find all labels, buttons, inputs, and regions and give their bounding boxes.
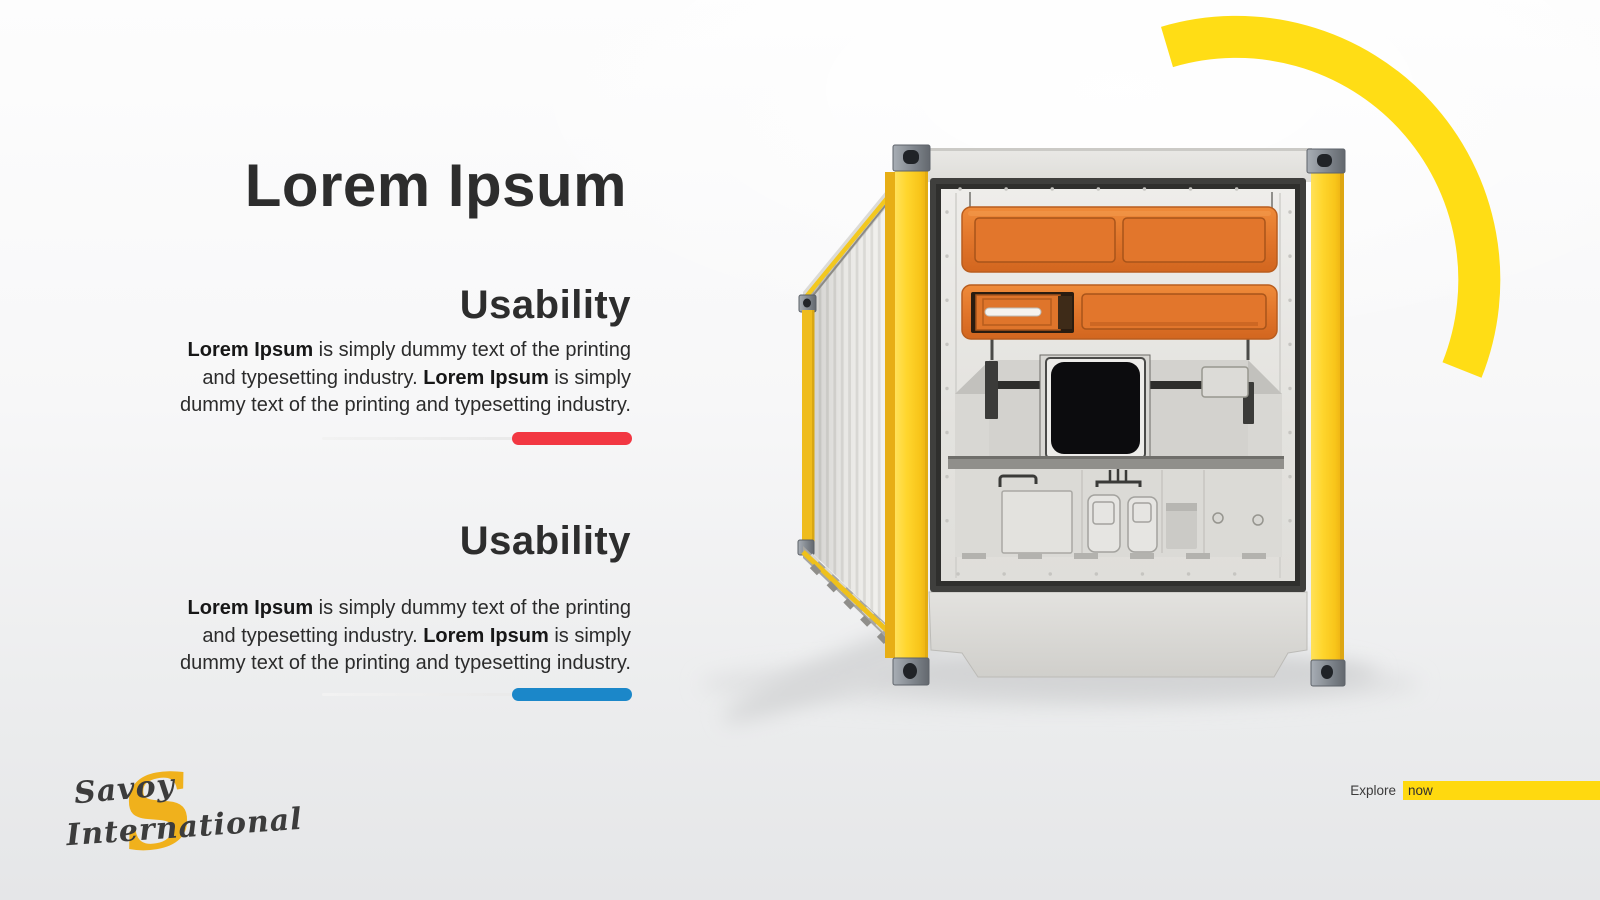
body-text-part: Lorem Ipsum (423, 624, 549, 647)
bay-shelf (948, 456, 1284, 469)
body-text-part: Lorem Ipsum (423, 366, 549, 389)
underline-accent-blue (512, 687, 632, 701)
logo-s-swash-icon: S (112, 756, 204, 866)
body-text-part: is simply dummy text of the printing and… (180, 624, 631, 675)
page-title: Lorem Ipsum (244, 152, 627, 220)
body-text-part: Lorem Ipsum (187, 339, 314, 361)
explore-cta[interactable]: Explore now (1350, 781, 1600, 800)
corner-posts (885, 144, 1346, 687)
accent-underline (160, 687, 632, 701)
accent-underline (160, 431, 632, 445)
explore-now-label: now (1408, 783, 1433, 798)
company-logo: S Savoy International (64, 756, 314, 866)
underline-accent-red (512, 431, 632, 445)
section-usability-1: Usability Lorem Ipsum is simply dummy te… (160, 283, 632, 445)
machinery-bay (948, 354, 1284, 469)
container-front (925, 148, 1315, 678)
container-side-wall (797, 180, 897, 650)
section-usability-2: Usability Lorem Ipsum is simply dummy te… (160, 519, 632, 701)
rivets (945, 187, 1292, 576)
body-text-part: is simply dummy text of the printing and… (202, 597, 631, 647)
underline-track (322, 436, 632, 440)
explore-label: Explore (1350, 783, 1396, 798)
body-text-part: is simply dummy text of the printing and… (180, 366, 631, 417)
body-text-part: is simply dummy text of the printing and… (202, 339, 631, 389)
underline-track (322, 692, 632, 696)
drawer-handle (984, 307, 1042, 317)
lower-machinery (955, 469, 1282, 559)
explore-now-bar[interactable]: now (1403, 781, 1600, 800)
yellow-arc (1161, 15, 1501, 378)
section-body: Lorem Ipsum is simply dummy text of the … (160, 595, 631, 678)
section-heading: Usability (459, 283, 631, 327)
section-body: Lorem Ipsum is simply dummy text of the … (160, 337, 631, 420)
section-heading: Usability (459, 519, 631, 563)
container-skirt (928, 591, 1308, 678)
orange-vent-panel-top (961, 206, 1278, 273)
compressor-opening (1039, 354, 1151, 462)
corner-castings (892, 144, 1346, 687)
body-text-part: Lorem Ipsum (187, 597, 314, 619)
orange-vent-panel-drawer (961, 284, 1278, 340)
